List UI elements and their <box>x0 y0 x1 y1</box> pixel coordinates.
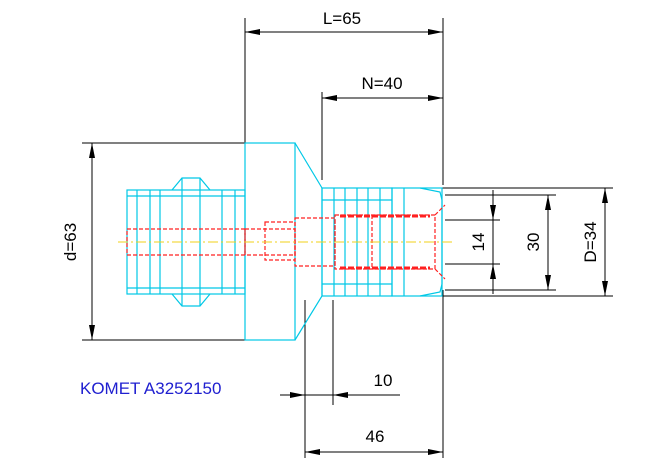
part-label: KOMET A3252150 <box>80 379 221 398</box>
dim-10: 10 <box>280 300 400 458</box>
dim-30-text: 30 <box>524 233 543 252</box>
dim-D: D=34 <box>440 187 613 297</box>
dim-N: N=40 <box>321 74 443 180</box>
dim-46: 46 <box>305 290 444 458</box>
dim-30: 30 <box>445 194 556 291</box>
dim-14: 14 <box>445 190 500 294</box>
dim-D-text: D=34 <box>581 221 600 262</box>
dim-d-text: d=63 <box>61 223 80 261</box>
dim-46-text: 46 <box>366 427 385 446</box>
dim-N-text: N=40 <box>361 74 402 93</box>
dim-14-text: 14 <box>469 233 488 252</box>
dim-L-text: L=65 <box>323 9 361 28</box>
dim-d: d=63 <box>61 142 245 341</box>
dim-10-text: 10 <box>374 371 393 390</box>
dim-L: L=65 <box>244 9 444 185</box>
